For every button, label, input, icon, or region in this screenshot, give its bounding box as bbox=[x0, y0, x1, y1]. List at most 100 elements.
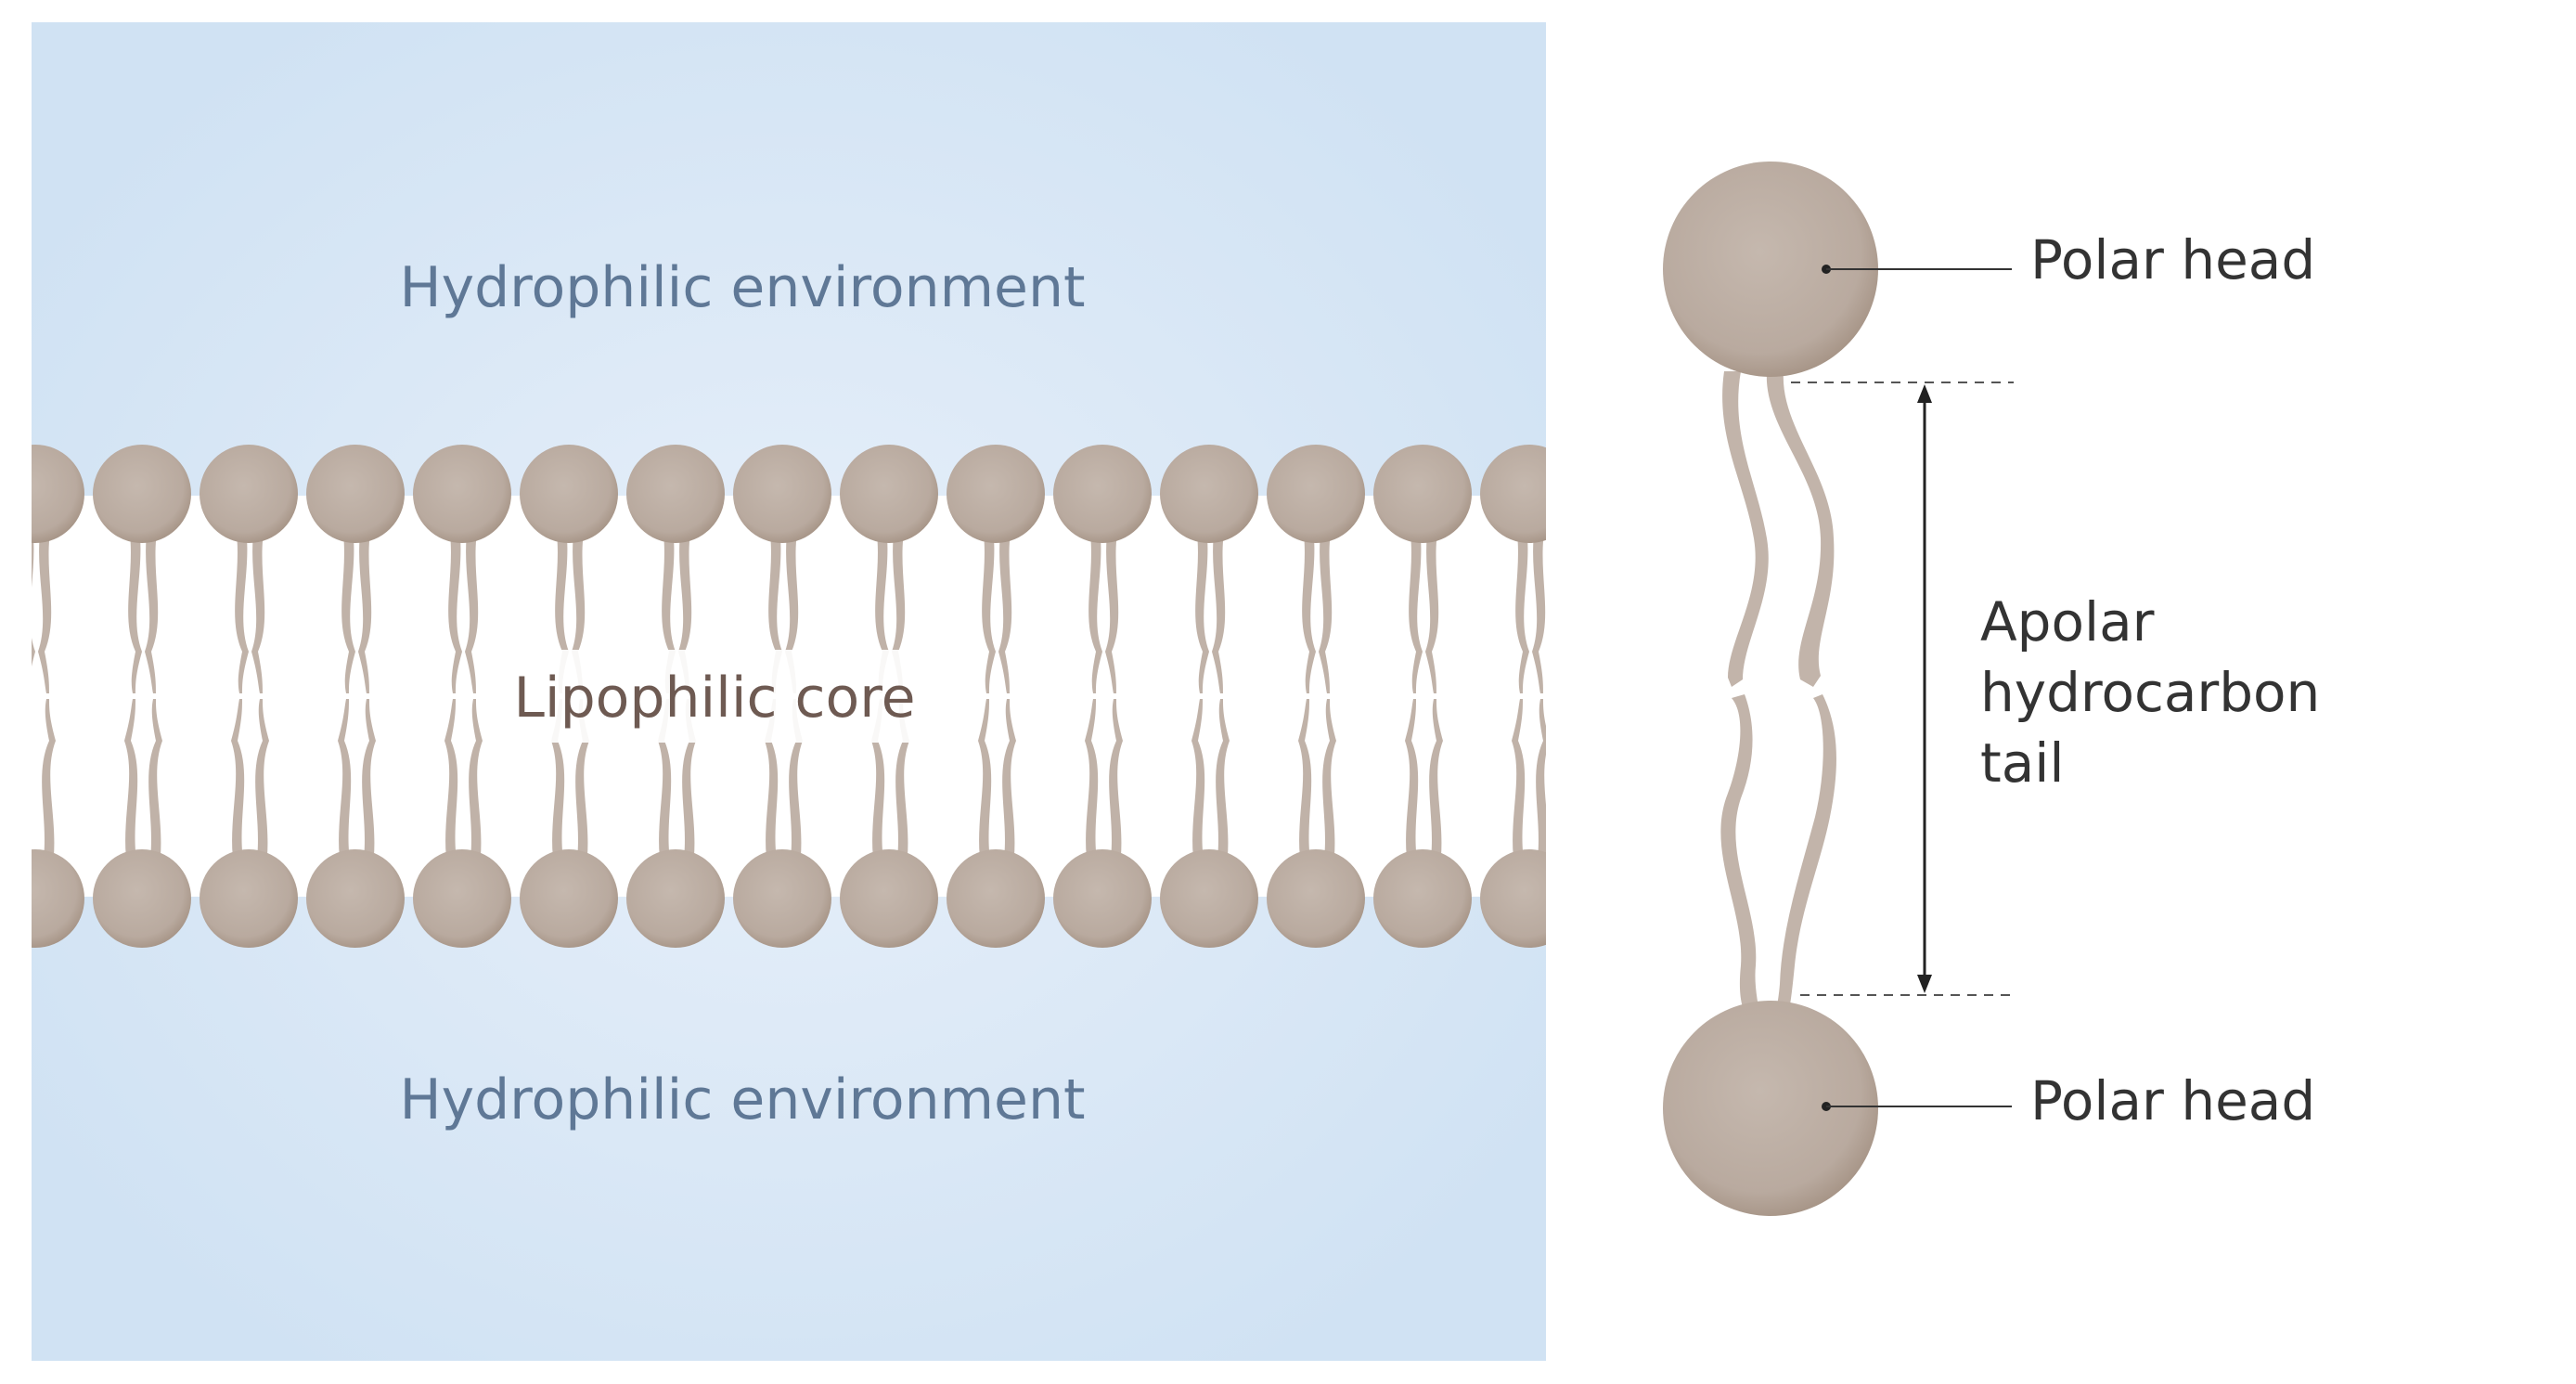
lipid-head-bottom bbox=[1267, 849, 1365, 948]
core-label-backdrop bbox=[501, 650, 928, 743]
lipid-tail bbox=[978, 699, 992, 871]
lipid-head-bottom bbox=[947, 849, 1045, 948]
detail-tail-lower-right bbox=[1772, 694, 1836, 1021]
lipid-tail bbox=[1515, 522, 1529, 693]
top-hydrophilic-label: Hydrophilic environment bbox=[399, 255, 1085, 320]
bottom-polar-head-label: Polar head bbox=[2030, 1069, 2315, 1132]
bilayer-lipid-pair bbox=[93, 445, 191, 948]
single-phospholipid-detail: Polar head Polar head Apolar hydrocarbon… bbox=[1663, 162, 2320, 1216]
tail-label-line-1: Apolar bbox=[1980, 590, 2155, 653]
lipid-head-bottom bbox=[413, 849, 511, 948]
lipid-head-top bbox=[413, 445, 511, 543]
lipid-tail bbox=[341, 522, 355, 693]
lipid-tail bbox=[124, 699, 138, 871]
lipid-tail bbox=[1319, 522, 1333, 693]
lipid-head-bottom bbox=[306, 849, 405, 948]
bilayer-lipid-pair bbox=[733, 445, 831, 948]
bilayer-lipid-pair bbox=[18, 445, 84, 948]
lipid-tail bbox=[358, 522, 372, 693]
lipid-head-top bbox=[1373, 445, 1472, 543]
lipid-head-top bbox=[1267, 445, 1365, 543]
lipid-head-top bbox=[1480, 445, 1546, 543]
tail-arrow-head-top bbox=[1917, 384, 1932, 403]
lipid-tail bbox=[1622, 522, 1636, 693]
lipid-tail bbox=[1536, 699, 1546, 871]
bottom-hydrophilic-label: Hydrophilic environment bbox=[399, 1067, 1085, 1132]
lipid-tail bbox=[1109, 699, 1123, 871]
lipid-tail bbox=[448, 522, 462, 693]
bilayer-lipid-pair bbox=[1267, 445, 1365, 948]
detail-tails bbox=[1720, 371, 1836, 1021]
lipid-tail bbox=[235, 522, 249, 693]
bilayer-lipid-pair bbox=[1373, 445, 1472, 948]
lipid-head-top bbox=[840, 445, 938, 543]
lipid-head-bottom bbox=[1160, 849, 1258, 948]
lipid-tail bbox=[469, 699, 483, 871]
lipid-tail bbox=[18, 699, 32, 871]
lipid-tail bbox=[1191, 699, 1205, 871]
lipid-tail bbox=[1088, 522, 1102, 693]
bilayer-lipid-pair bbox=[1480, 445, 1546, 948]
lipid-head-top bbox=[200, 445, 298, 543]
detail-polar-head-top bbox=[1663, 162, 1878, 377]
bilayer-lipid-pair bbox=[840, 445, 938, 948]
lipid-head-bottom bbox=[840, 849, 938, 948]
bilayer-lipid-pair bbox=[306, 445, 405, 948]
lipid-tail bbox=[1639, 522, 1653, 693]
lipid-tail bbox=[1512, 699, 1526, 871]
lipid-head-bottom bbox=[626, 849, 725, 948]
lipid-bilayer bbox=[18, 445, 1685, 948]
lipid-head-bottom bbox=[93, 849, 191, 948]
lipophilic-core-label: Lipophilic core bbox=[513, 666, 915, 731]
lipid-tail bbox=[231, 699, 245, 871]
lipid-tail bbox=[362, 699, 376, 871]
lipid-head-top bbox=[1053, 445, 1152, 543]
lipid-tail bbox=[1429, 699, 1443, 871]
lipid-tail bbox=[1409, 522, 1423, 693]
lipid-head-top bbox=[626, 445, 725, 543]
lipid-head-bottom bbox=[1053, 849, 1152, 948]
lipid-tail bbox=[1425, 522, 1439, 693]
lipid-tail bbox=[32, 522, 35, 666]
lipid-head-bottom bbox=[1587, 849, 1685, 948]
lipid-tail bbox=[982, 522, 996, 693]
lipid-head-bottom bbox=[200, 849, 298, 948]
lipid-tail bbox=[1085, 699, 1099, 871]
tail-label-line-2: hydrocarbon bbox=[1980, 661, 2320, 724]
lipid-head-bottom bbox=[520, 849, 618, 948]
lipid-tail bbox=[1532, 522, 1546, 693]
lipid-tail bbox=[1642, 699, 1656, 871]
lipid-tail bbox=[1212, 522, 1226, 693]
lipid-tail bbox=[148, 699, 162, 871]
lipid-head-top bbox=[32, 445, 84, 543]
detail-polar-head-bottom bbox=[1663, 1001, 1878, 1216]
lipid-tail bbox=[38, 522, 52, 693]
detail-tail-upper-left bbox=[1722, 371, 1769, 687]
lipid-tail bbox=[145, 522, 159, 693]
detail-tail-lower-left bbox=[1720, 694, 1761, 1021]
lipid-head-top bbox=[93, 445, 191, 543]
top-polar-head-label: Polar head bbox=[2030, 228, 2315, 291]
detail-tail-upper-right bbox=[1766, 371, 1835, 687]
lipid-tail bbox=[338, 699, 352, 871]
lipid-head-top bbox=[306, 445, 405, 543]
bilayer-lipid-pair bbox=[1587, 445, 1685, 948]
bilayer-lipid-pair bbox=[1053, 445, 1152, 948]
lipid-tail bbox=[1405, 699, 1419, 871]
bilayer-lipid-pair bbox=[413, 445, 511, 948]
bilayer-lipid-pair bbox=[1160, 445, 1258, 948]
lipid-tail bbox=[1105, 522, 1119, 693]
lipid-head-top bbox=[1160, 445, 1258, 543]
bilayer-lipid-pair bbox=[947, 445, 1045, 948]
lipid-tail bbox=[1618, 699, 1632, 871]
lipid-tail bbox=[1302, 522, 1316, 693]
lipid-head-bottom bbox=[733, 849, 831, 948]
lipid-head-top bbox=[1587, 445, 1685, 543]
lipid-tail bbox=[465, 522, 479, 693]
lipid-head-bottom bbox=[1373, 849, 1472, 948]
lipid-head-top bbox=[947, 445, 1045, 543]
tail-arrow-head-bottom bbox=[1917, 975, 1932, 993]
lipid-tail bbox=[444, 699, 458, 871]
lipid-tail bbox=[998, 522, 1012, 693]
lipid-tail bbox=[42, 699, 56, 871]
